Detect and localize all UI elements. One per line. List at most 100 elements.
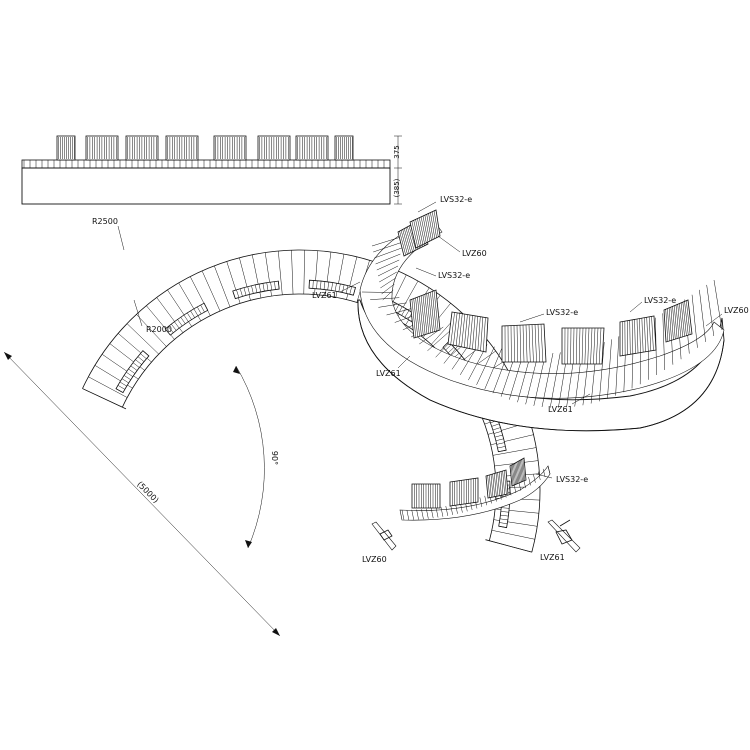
backrest	[411, 483, 441, 509]
seat-slat	[615, 336, 620, 396]
dim-seat-height: 375	[393, 145, 401, 158]
seat-slat	[374, 247, 402, 259]
perspective-view: LVS32-e LVZ60 LVS32-e LVZ61 LVS32-e LVS3…	[312, 195, 749, 432]
seat-slat	[528, 476, 531, 486]
angle-arrow	[245, 540, 252, 548]
seat-slat	[538, 471, 541, 480]
inner-radius-label: R2000	[146, 325, 172, 334]
seat-slat	[201, 270, 221, 312]
seat-slat	[455, 504, 458, 514]
outer-radius-label: R2500	[92, 217, 118, 226]
seat-slat	[381, 283, 395, 295]
seat-slat	[377, 265, 399, 277]
seat-slat	[430, 508, 434, 519]
chord-label: (5000)	[135, 480, 160, 505]
seat-slat	[484, 348, 503, 390]
seat-slat	[492, 447, 537, 456]
backrest	[619, 315, 657, 357]
detail-backrests	[411, 457, 527, 509]
seat-slat	[278, 250, 283, 295]
label-detail-back: LVS32-e	[556, 475, 588, 484]
leader-top-connector	[437, 235, 461, 253]
seat-slat	[599, 342, 605, 402]
seat-slat	[508, 486, 512, 496]
backrest	[257, 135, 291, 161]
backrest	[409, 209, 441, 249]
backrest	[115, 350, 150, 394]
seat-slat	[136, 314, 167, 347]
seat-end-cap	[82, 388, 127, 410]
seat-slat	[699, 289, 706, 342]
outer-radius-leader	[117, 225, 125, 251]
backrest	[663, 299, 693, 343]
seat-slat	[214, 265, 231, 308]
elevation-seat	[21, 159, 391, 169]
leader-right-back	[629, 301, 643, 313]
seat-slat	[491, 530, 535, 540]
leader-centre-back	[519, 313, 545, 323]
connector-lvz61-icon	[547, 519, 581, 553]
seat-slat	[479, 497, 483, 507]
perspective-base-bottom-edge	[357, 299, 725, 432]
chord-arrow	[4, 352, 12, 360]
detail-view: LVS32-e LVZ60 LVZ61	[362, 457, 588, 564]
angle-arrow	[233, 366, 240, 374]
leader-top-back	[417, 201, 437, 213]
seat-slat	[379, 271, 397, 283]
seat-slat	[542, 468, 546, 478]
seat-slat	[291, 250, 294, 295]
label-right-back: LVS32-e	[644, 296, 676, 305]
seat-slat	[386, 307, 415, 316]
label-front-left-connector: LVZ61	[376, 369, 401, 378]
angle-label: 90°	[270, 451, 279, 465]
angle-arc	[235, 365, 265, 549]
backrest	[561, 327, 605, 365]
leader-far-right-connector	[705, 313, 723, 327]
seat-slat	[713, 279, 723, 331]
elevation-view: 375 (385)	[21, 135, 402, 205]
elevation-backrests	[56, 135, 354, 161]
label-centre-back: LVS32-e	[546, 308, 578, 317]
seat-slat	[411, 509, 414, 520]
seat-slat	[406, 509, 410, 520]
seat-slat	[533, 474, 536, 483]
seat-slat	[373, 241, 403, 253]
seat-slat	[541, 352, 554, 408]
backrest	[501, 323, 547, 363]
seat-slat	[435, 507, 439, 518]
inner-radius-leader	[133, 299, 143, 327]
backrest	[125, 135, 159, 161]
seat-slat	[706, 284, 715, 337]
backrest	[164, 302, 209, 336]
leader-front-left-connector	[397, 355, 411, 369]
seat-slat	[547, 465, 551, 475]
backrest	[232, 280, 280, 300]
label-front-right-connector: LVZ61	[548, 405, 573, 414]
chord-arrow	[272, 628, 280, 636]
seat-slat	[401, 509, 405, 521]
backrest	[295, 135, 329, 161]
leader-detail-back	[535, 473, 553, 479]
seat-slat	[450, 505, 453, 515]
perspective-backrests	[397, 209, 693, 365]
seat-slat	[445, 505, 449, 516]
leader-mid-back	[415, 267, 437, 277]
label-top-connector: LVZ60	[462, 249, 487, 258]
seat-end-cap	[485, 539, 532, 553]
label-top-back: LVS32-e	[440, 195, 472, 204]
seat-slat	[549, 352, 561, 408]
seat-slat	[416, 509, 419, 520]
seat-slat	[126, 323, 159, 355]
seat-slat	[380, 277, 396, 289]
seat-slat	[662, 313, 665, 370]
label-mid-back: LVS32-e	[438, 271, 470, 280]
leader-left-connector	[339, 281, 361, 293]
seat-slat	[607, 339, 612, 399]
label-far-right-connector: LVZ60	[724, 306, 749, 315]
seat-slat	[476, 346, 495, 385]
seat-slat	[513, 484, 517, 494]
leader-front-right-connector	[571, 393, 591, 405]
seat-slat	[376, 259, 400, 271]
seat-slat	[371, 235, 405, 247]
